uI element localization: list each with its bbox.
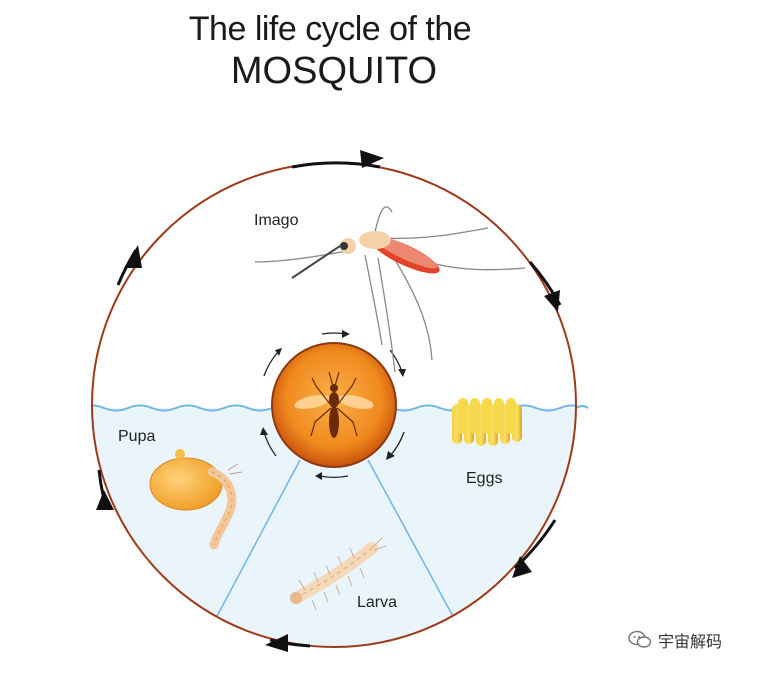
stage-label-larva: Larva [357,594,398,611]
eggs-icon [452,398,522,446]
watermark: 宇宙解码 [628,628,722,652]
larva-icon [290,537,387,611]
arrow-heads [96,150,560,652]
title-line-1: The life cycle of the [188,10,472,48]
center-mosquito-icon [294,371,374,438]
stage-label-eggs: Eggs [466,470,503,487]
imago-mosquito-icon [254,206,526,373]
title-line-2: MOSQUITO [230,50,438,92]
watermark-text: 宇宙解码 [658,632,723,651]
stage-label-pupa: Pupa [118,428,156,445]
wechat-icon [628,630,652,648]
stage-label-imago: Imago [254,212,299,229]
pupa-icon [149,449,243,550]
